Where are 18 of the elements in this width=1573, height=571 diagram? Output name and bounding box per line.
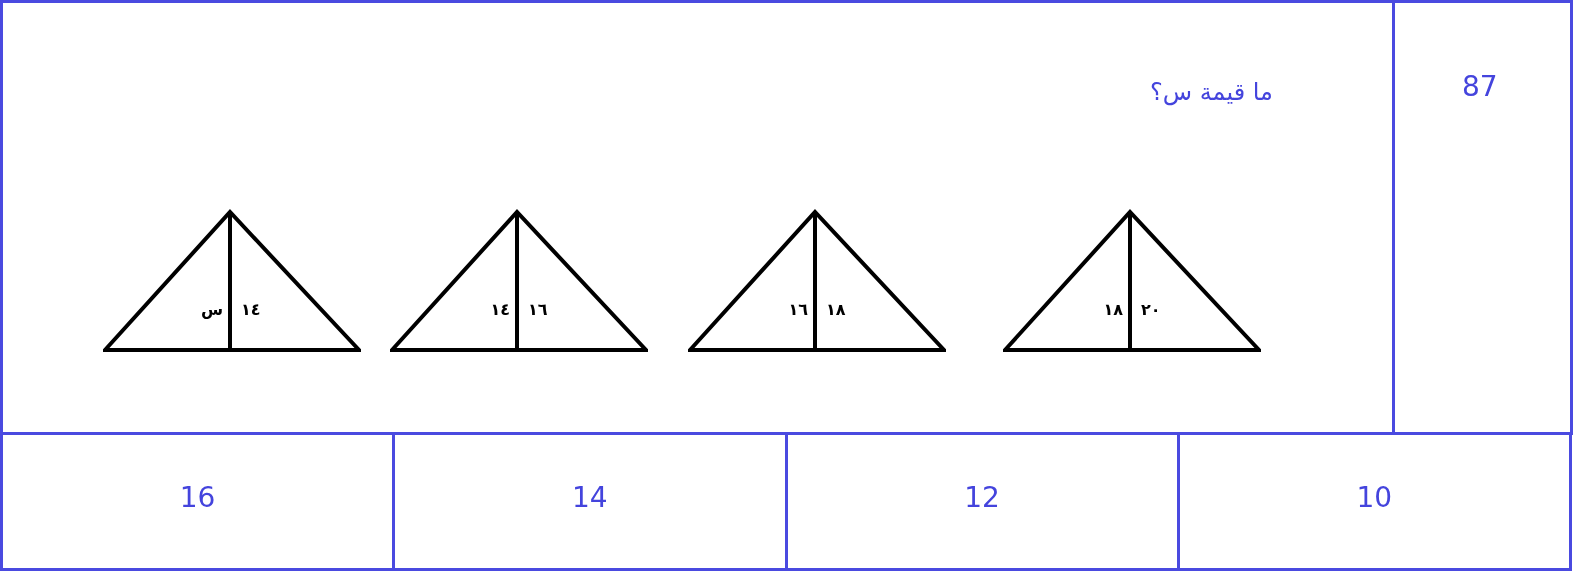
split-triangle [1003, 208, 1261, 354]
split-triangle [688, 208, 946, 354]
number-label: ١٤ [490, 300, 510, 319]
number-label: ١٨ [1103, 300, 1123, 319]
answer-option: 10 [1179, 481, 1569, 514]
split-triangle [103, 208, 361, 354]
answer-option: 16 [3, 481, 393, 514]
question-number: 87 [1462, 70, 1498, 103]
question-text: ما قيمة س؟ [1150, 78, 1273, 106]
number-label: ٢٠ [1141, 300, 1161, 319]
answer-option: 12 [787, 481, 1177, 514]
number-label: ١٦ [528, 300, 548, 319]
number-label: ١٨ [826, 300, 846, 319]
answer-option: 14 [395, 481, 785, 514]
number-label: ١٤ [241, 300, 261, 319]
number-label: ١٦ [788, 300, 808, 319]
number-label: س [200, 300, 223, 319]
split-triangle [390, 208, 648, 354]
